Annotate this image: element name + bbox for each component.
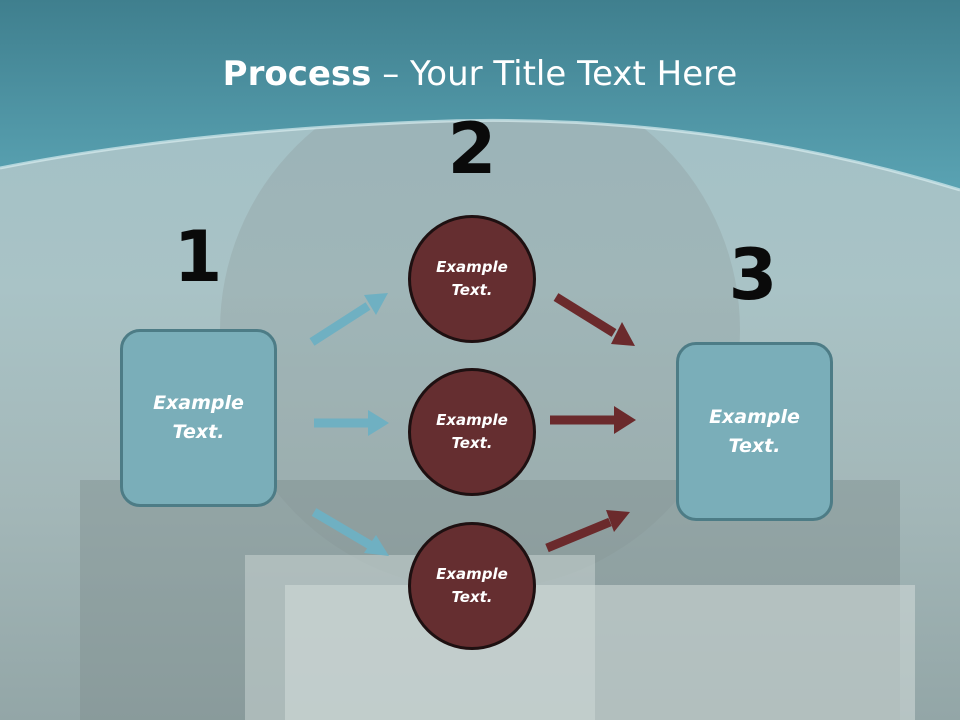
arrow-head [368, 410, 389, 436]
arrow-head [364, 535, 389, 556]
step-number-3: 3 [728, 234, 778, 316]
step-2-circle-bottom: Example Text. [408, 522, 536, 650]
step-2-text-top: Example Text. [436, 258, 508, 299]
step-3-box: Example Text. [676, 342, 833, 521]
step-2-circle-top: Example Text. [408, 215, 536, 343]
arrow-right-up [545, 517, 612, 553]
step-1-text: Example Text. [153, 392, 244, 443]
maroon-arrows [545, 293, 636, 553]
title-rest: Your Title Text Here [410, 54, 738, 94]
slide-title: Process – Your Title Text Here [0, 52, 960, 96]
title-separator: – [371, 54, 411, 94]
header-curve [0, 118, 960, 192]
arrow-head [606, 510, 630, 532]
arrow-head [614, 406, 636, 434]
step-2-circle-middle: Example Text. [408, 368, 536, 496]
step-1-box: Example Text. [120, 329, 277, 507]
arrow-right-up [309, 302, 371, 346]
step-number-2: 2 [447, 108, 497, 190]
arrow-head [364, 293, 388, 315]
header-band [0, 0, 960, 190]
teal-arrows [309, 293, 389, 556]
step-2-text-middle: Example Text. [436, 411, 508, 452]
step-number-1: 1 [173, 216, 223, 298]
title-bold: Process [222, 54, 372, 94]
step-3-text: Example Text. [709, 405, 800, 457]
step-2-text-bottom: Example Text. [436, 565, 508, 606]
photo-shape [285, 585, 915, 720]
arrow-right-down [553, 293, 617, 337]
arrow-right-down [311, 508, 373, 549]
arrow-head [611, 322, 635, 346]
